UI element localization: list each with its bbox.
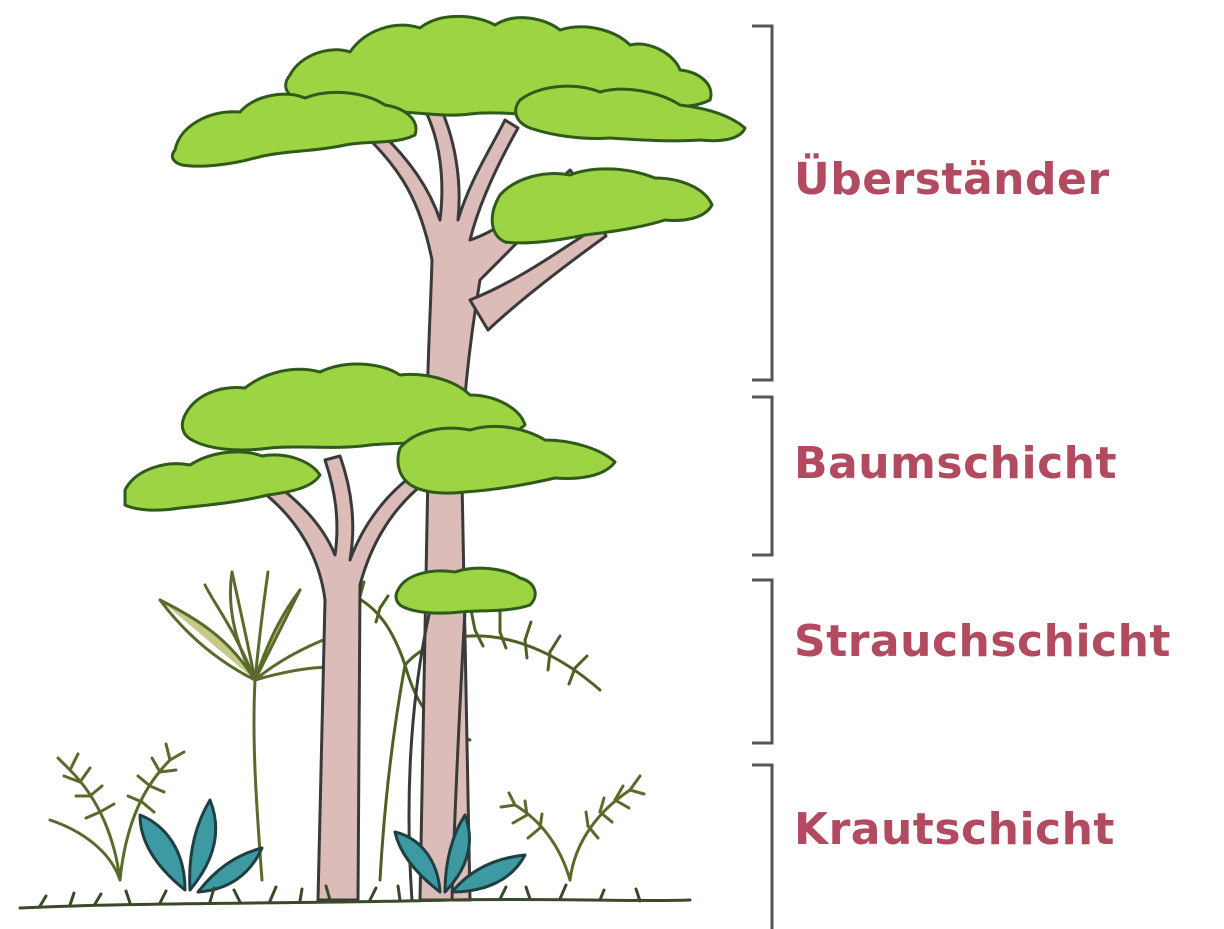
fern-icon [501,776,644,880]
layer-label-strauchschicht: Strauchschicht [794,620,1171,664]
layer-label-baumschicht: Baumschicht [794,442,1117,486]
bracket-strauchschicht [752,580,772,743]
layer-label-krautschicht: Krautschicht [794,808,1115,852]
bracket-baumschicht [752,397,772,555]
bracket-krautschicht [752,765,772,929]
layer-label-ueberstaender: Überständer [794,158,1110,202]
bracket-ueberstaender [752,26,772,380]
